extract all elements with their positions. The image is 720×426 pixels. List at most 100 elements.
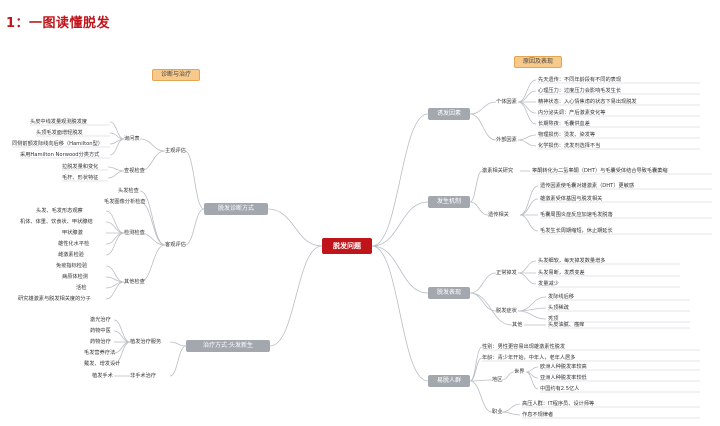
symp-severe-item: 秃顶 [548, 316, 559, 322]
branch-symptoms[interactable]: 脱发表现 [428, 287, 470, 299]
people-occupation: 职业 [492, 409, 503, 415]
connector-line [469, 380, 493, 413]
connector-line [109, 138, 125, 156]
treat-nonsurgical-item: 激光治疗 [90, 317, 111, 323]
connector-line [517, 296, 547, 312]
mech-genetic-item: 雄激素受体基因与脱发相关 [540, 196, 603, 202]
symp-severe-item: 发际线后移 [548, 294, 574, 300]
diag-ask-item: 采用Hamilton Norwood分类方式 [20, 152, 100, 158]
connector-line [139, 244, 166, 283]
connector-line [105, 232, 125, 256]
people-region-item: 亚洲人种脱发率较低 [540, 375, 587, 381]
connector-line [139, 150, 166, 172]
diag-lab-item: 雌激素检验 [58, 252, 84, 258]
symp-mild-item: 发量减少 [538, 281, 559, 287]
mech-genetic: 遗传相关 [488, 212, 509, 218]
connector-line [105, 281, 125, 300]
connector-line [269, 245, 323, 347]
mech-genetic-item: 遗传因素使毛囊对雄激素（DHT）更敏感 [540, 183, 635, 189]
root-node[interactable]: 脱发问题 [322, 238, 372, 254]
diag-other-item: 免疫指标检验 [56, 263, 88, 269]
people-age: 年龄：青少年开始，中年人，老年人居多 [482, 355, 576, 361]
symp-other: 其他 [512, 322, 523, 328]
branch-treatment[interactable]: 治疗方式·头发新生 [186, 340, 270, 352]
symp-other-item: 头皮油腻、瘙痒 [548, 322, 585, 328]
connector-line [517, 307, 547, 312]
mech-genetic-item: 毛囊周围炎症反应加速毛发脱落 [540, 212, 613, 218]
symp-severe: 脱发症状 [496, 308, 517, 314]
people-occupation-item: 作息不规律者 [522, 412, 554, 418]
connector-line [169, 341, 187, 347]
connector-line [469, 346, 483, 382]
diag-ask-group: 询问表 [124, 136, 140, 142]
connector-line [139, 232, 166, 246]
treat-nonsurgical-item: 药物治疗 [90, 339, 111, 345]
factor-personal: 个体因素 [496, 99, 517, 105]
connector-line [169, 345, 187, 377]
connector-line [107, 170, 125, 179]
diag-other-item: 研究雄激素与脱发相关度的分子 [18, 296, 91, 302]
connector-line [139, 138, 166, 152]
mech-research-item: 睾酮转化为二氢睾酮（DHT）与毛囊受体结合导致毛囊萎缩 [532, 168, 668, 174]
connector-line [469, 272, 497, 294]
connector-line [184, 208, 205, 246]
connector-line [517, 134, 537, 141]
left-note: 诊断与治疗 [152, 69, 200, 81]
diag-lab-group: 检测检查 [124, 230, 145, 236]
mech-genetic-item: 毛发生长周期缩短，休止期延长 [540, 228, 613, 234]
connector-line [517, 79, 537, 103]
right-note: 原因及表现 [514, 56, 562, 68]
connector-line [113, 341, 131, 354]
connector-line [517, 139, 537, 147]
connector-line [113, 341, 131, 365]
connector-line [469, 292, 513, 326]
diag-other-item: 活检 [76, 285, 87, 291]
connector-line [113, 319, 131, 343]
treat-nonsurgical: 植发治疗服务 [130, 339, 162, 345]
branch-diagnosis[interactable]: 脱发诊断方式 [204, 203, 268, 215]
people-region-item: 中国约有2.5亿人 [540, 386, 580, 392]
diag-other-group: 其他检查 [124, 279, 145, 285]
diag-objective: 客观评估 [165, 242, 186, 248]
factor-personal-item: 内分泌失调：产后激素变化等 [538, 110, 606, 116]
connector-line [501, 403, 521, 413]
connector-line [107, 166, 125, 172]
diag-lab-item: 头发、毛发形态观察 [36, 208, 83, 214]
connector-line [519, 185, 539, 216]
factor-external: 外部因素 [496, 137, 517, 143]
connector-line [184, 150, 205, 210]
connector-line [469, 357, 483, 382]
people-region: 地区 [492, 377, 503, 383]
connector-line [517, 101, 537, 125]
symp-severe-item: 头顶稀疏 [548, 305, 569, 311]
connector-line [517, 90, 537, 103]
diag-check-item: 毛杆、形状特征 [62, 175, 99, 181]
treat-surgical: 非手术治疗 [130, 373, 156, 379]
connector-line [519, 198, 539, 216]
connector-line [105, 221, 125, 234]
connector-line [139, 201, 166, 246]
connector-line [469, 201, 489, 216]
treat-nonsurgical-item: 毛发营养疗法 [84, 350, 116, 356]
factor-external-item: 物理损伤：烫发、染发等 [538, 132, 596, 138]
connector-line [517, 310, 547, 320]
diag-ask-item: 头皮中线发量观测脱发度 [30, 119, 88, 125]
treat-nonsurgical-item: 药物中医 [90, 328, 111, 334]
treat-surgical-item: 植发手术 [92, 373, 113, 379]
connector-line [139, 190, 166, 246]
connector-line [105, 210, 125, 234]
diag-micro-exam: 毛发图像分析检查 [104, 199, 146, 205]
people-region-item: 欧洲人种脱发率较高 [540, 364, 587, 370]
page-title: 1：一图读懂脱发 [6, 16, 111, 31]
people-gender: 性别：男性更容易出现雄激素性脱发 [482, 344, 566, 350]
connector-line [501, 371, 515, 381]
connector-line [519, 214, 539, 232]
branch-mechanism[interactable]: 发生机制 [428, 196, 470, 208]
branch-people[interactable]: 易脱人群 [428, 375, 470, 387]
diag-ask-item: 头顶毛发面增轻脱发 [36, 130, 83, 136]
branch-factors[interactable]: 诱发因素 [428, 108, 470, 120]
connector-line [525, 366, 539, 373]
symp-mild: 正常掉发 [496, 270, 517, 276]
connector-line [469, 101, 497, 115]
